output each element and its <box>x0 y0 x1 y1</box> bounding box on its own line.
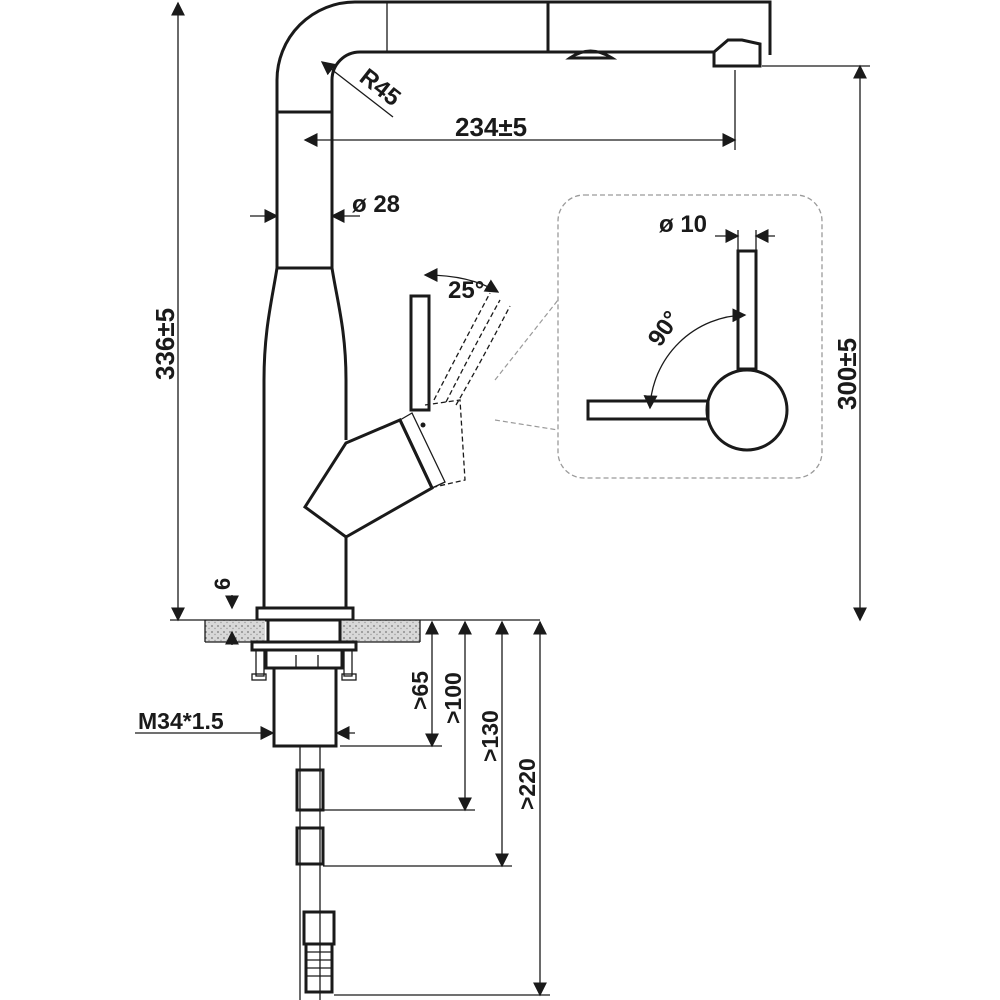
countertop-section <box>170 619 540 643</box>
faucet-body <box>255 0 772 622</box>
dimension-labels: 336±5 300±5 234±5 R45 ø 28 25° ø 10 90° … <box>138 63 862 810</box>
dimension-lines <box>135 1 870 997</box>
label-thread: M34*1.5 <box>138 708 224 734</box>
label-lever-angle: 90° <box>643 306 686 351</box>
label-deck-thickness: 6 <box>210 578 235 590</box>
lever-handle <box>302 292 511 539</box>
mounting-assembly <box>250 618 358 1000</box>
label-handle-angle: 25° <box>448 277 484 304</box>
aerator-nozzle <box>712 38 762 68</box>
label-min-100: >100 <box>440 672 466 724</box>
label-min-220: >220 <box>514 758 540 810</box>
label-total-height: 336±5 <box>150 308 180 380</box>
label-spout-radius: R45 <box>354 63 405 111</box>
label-spout-height: 300±5 <box>832 338 862 410</box>
label-spout-diameter: ø 28 <box>352 191 400 218</box>
label-spout-reach: 234±5 <box>455 112 527 142</box>
spray-button <box>565 49 618 60</box>
label-min-65: >65 <box>407 671 433 710</box>
lever-detail-view <box>494 194 823 479</box>
label-lever-diameter: ø 10 <box>659 211 707 238</box>
label-min-130: >130 <box>477 710 503 762</box>
